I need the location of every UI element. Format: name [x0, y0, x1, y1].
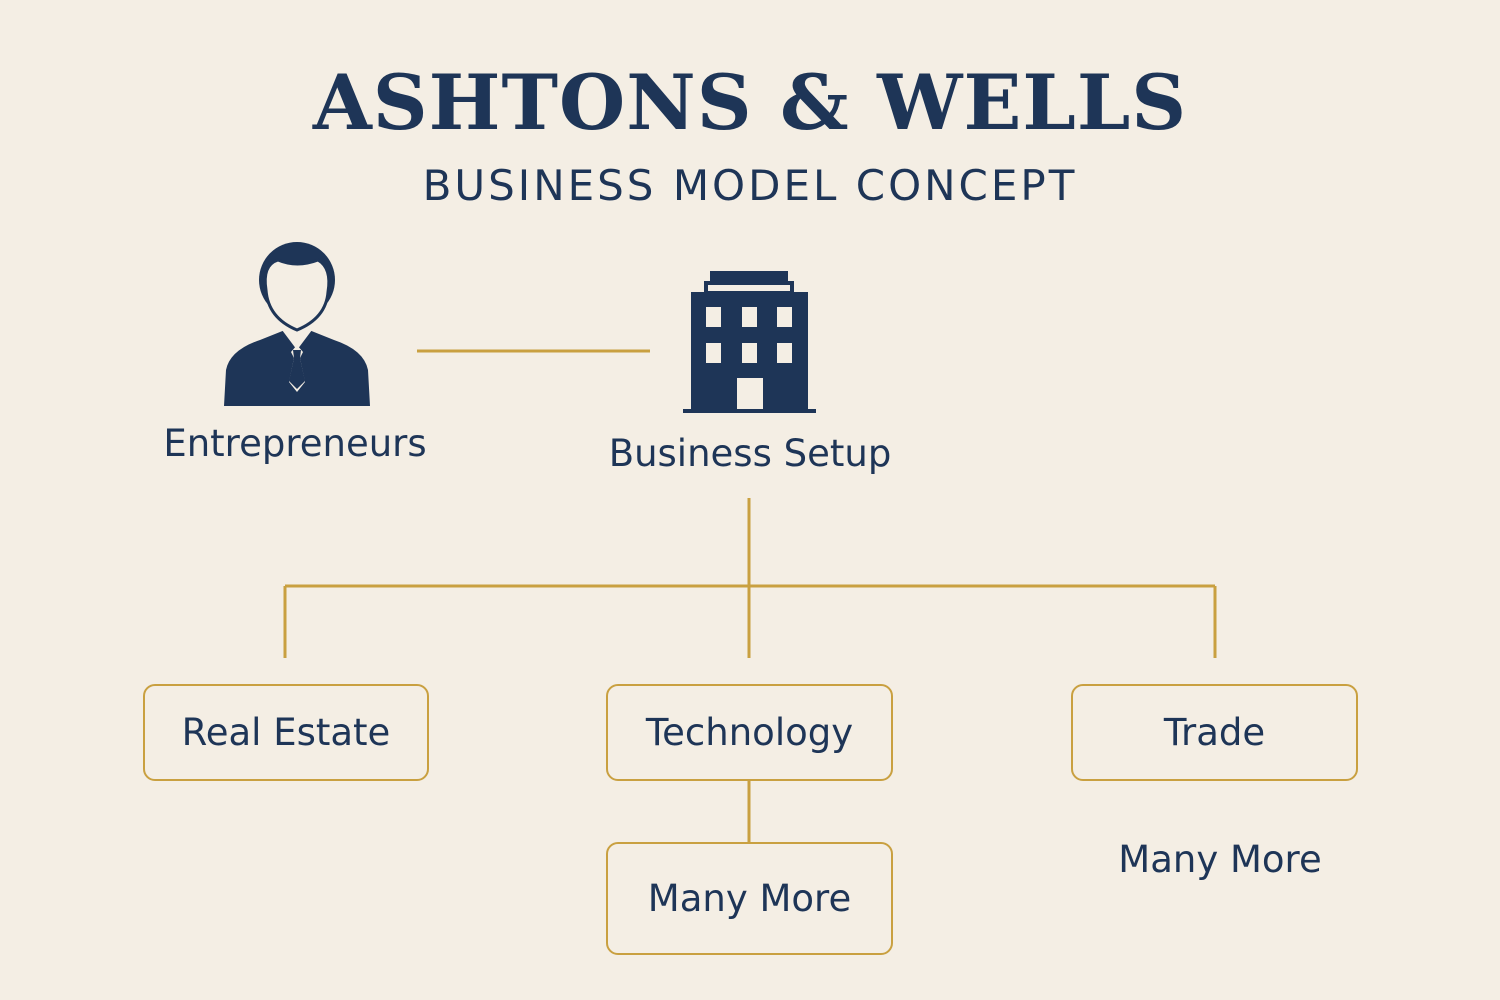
page-title: ASHTONS & WELLS [312, 58, 1188, 147]
entrepreneurs-label: Entrepreneurs [163, 422, 427, 465]
technology-many-more-label: Many More [647, 877, 852, 920]
real-estate-label: Real Estate [181, 711, 391, 754]
real-estate-box: Real Estate [143, 684, 429, 781]
person-icon [224, 242, 370, 406]
technology-many-more-box: Many More [606, 842, 893, 955]
building-icon [683, 271, 816, 413]
trade-label: Trade [1163, 711, 1266, 754]
business-setup-label: Business Setup [608, 432, 892, 475]
technology-label: Technology [645, 711, 854, 754]
trade-box: Trade [1071, 684, 1358, 781]
page-subtitle: BUSINESS MODEL CONCEPT [422, 161, 1078, 210]
trade-many-more-label: Many More [1118, 838, 1322, 881]
technology-box: Technology [606, 684, 893, 781]
